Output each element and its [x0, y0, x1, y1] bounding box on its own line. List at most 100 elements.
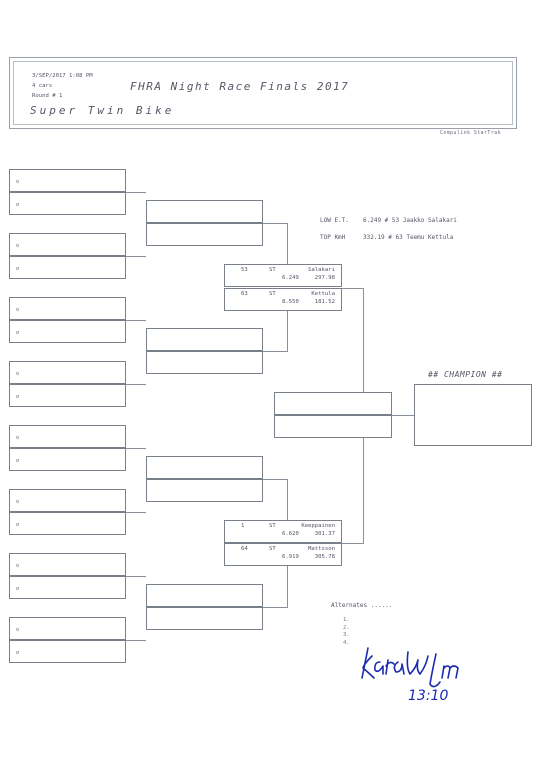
- lane-number: 53: [241, 267, 248, 273]
- lane-number: 63: [241, 291, 248, 297]
- alternate-item: 4.: [343, 639, 350, 646]
- round1-slot: o: [9, 489, 126, 512]
- speed: 301.37: [314, 531, 335, 537]
- round2-slot: [146, 328, 263, 351]
- bracket-connector: [363, 288, 364, 392]
- lane-marker: o: [16, 371, 20, 377]
- bracket-connector: [126, 512, 146, 513]
- lane-marker: o: [16, 243, 20, 249]
- semi2-bottom-slot: 64 ST Mattsson 6.919 305.78: [224, 543, 342, 566]
- lane-marker: o: [16, 266, 20, 272]
- elapsed-time: 6.620: [282, 531, 299, 537]
- round1-slot: o: [9, 192, 126, 215]
- lane-marker: o: [16, 394, 20, 400]
- lane-marker: o: [16, 179, 20, 185]
- bracket-connector: [126, 320, 146, 321]
- bracket-connector: [287, 566, 288, 608]
- bracket-connector: [126, 576, 146, 577]
- elapsed-time: 8.550: [282, 299, 299, 305]
- alternates-list: 1. 2. 3. 4.: [343, 617, 350, 647]
- elapsed-time: 6.919: [282, 554, 299, 560]
- rider-name: Mattsson: [308, 546, 335, 552]
- lane-number: 1: [241, 523, 245, 529]
- header-inner-frame: [13, 61, 513, 125]
- champion-box: [414, 384, 532, 446]
- semi1-bottom-slot: 63 ST Kettula 8.550 181.52: [224, 288, 342, 311]
- bracket-connector: [263, 607, 287, 608]
- semi2-top-slot: 1 ST Keeppainen 6.620 301.37: [224, 520, 342, 543]
- start-code: ST: [269, 523, 276, 529]
- header-frame: [9, 57, 517, 129]
- bracket-connector: [392, 415, 414, 416]
- round2-slot: [146, 223, 263, 246]
- bracket-connector: [263, 351, 287, 352]
- lane-number: 64: [241, 546, 248, 552]
- bracket-connector: [126, 640, 146, 641]
- signature-time: 13:10: [408, 688, 448, 702]
- alternate-item: 1.: [343, 617, 350, 623]
- lane-marker: o: [16, 563, 20, 569]
- round1-slot: o: [9, 384, 126, 407]
- round1-slot: o: [9, 553, 126, 576]
- round-number: Round # 1: [32, 93, 63, 99]
- bracket-connector: [287, 479, 288, 520]
- round1-slot: o: [9, 320, 126, 343]
- round1-slot: o: [9, 169, 126, 192]
- rider-name: Keeppainen: [301, 523, 335, 529]
- speed: 305.78: [314, 554, 335, 560]
- signature: 13:10: [361, 647, 459, 702]
- lane-marker: o: [16, 627, 20, 633]
- elapsed-time: 6.249: [282, 275, 299, 281]
- page-title: FHRA Night Race Finals 2017: [130, 80, 350, 93]
- car-count: 4 cars: [32, 83, 53, 89]
- bracket-connector: [263, 479, 287, 480]
- start-code: ST: [269, 267, 276, 273]
- lane-marker: o: [16, 435, 20, 441]
- bracket-connector: [263, 223, 287, 224]
- final-top-slot: [274, 392, 392, 415]
- lane-marker: o: [16, 330, 20, 336]
- round1-slot: o: [9, 617, 126, 640]
- bracket-connector: [126, 448, 146, 449]
- lane-marker: o: [16, 522, 20, 528]
- round1-slot: o: [9, 297, 126, 320]
- round1-slot: o: [9, 233, 126, 256]
- lane-marker: o: [16, 458, 20, 464]
- alternate-item: 3.: [343, 632, 350, 638]
- bracket-connector: [126, 384, 146, 385]
- lane-marker: o: [16, 499, 20, 505]
- top-speed-value: 332.19 # 63 Teemu Kettula: [363, 234, 454, 241]
- bracket-connector: [126, 192, 146, 193]
- round1-slot: o: [9, 425, 126, 448]
- round2-slot: [146, 351, 263, 374]
- rider-name: Kettula: [311, 291, 335, 297]
- speed: 181.52: [314, 299, 335, 305]
- lane-marker: o: [16, 650, 20, 656]
- semi1-top-slot: 53 ST Salakari 6.249 297.98: [224, 264, 342, 287]
- bracket-connector: [363, 438, 364, 544]
- champion-label: ## CHAMPION ##: [428, 370, 503, 379]
- round1-slot: o: [9, 361, 126, 384]
- bracket-connector: [287, 223, 288, 264]
- round2-slot: [146, 479, 263, 502]
- top-speed-label: TOP KmH: [320, 234, 346, 241]
- bracket-connector: [126, 256, 146, 257]
- round2-slot: [146, 200, 263, 223]
- round2-slot: [146, 456, 263, 479]
- lane-marker: o: [16, 586, 20, 592]
- round1-slot: o: [9, 448, 126, 471]
- alternates-label: Alternates ......: [331, 602, 393, 609]
- bracket-connector: [287, 311, 288, 352]
- round2-slot: [146, 584, 263, 607]
- lane-marker: o: [16, 202, 20, 208]
- alternate-item: 2.: [343, 624, 350, 631]
- low-et-value: 6.249 # 53 Jaakko Salakari: [363, 217, 457, 224]
- rider-name: Salakari: [308, 267, 335, 273]
- round1-slot: o: [9, 512, 126, 535]
- round1-slot: o: [9, 576, 126, 599]
- lane-marker: o: [16, 307, 20, 313]
- start-code: ST: [269, 546, 276, 552]
- final-bottom-slot: [274, 415, 392, 438]
- round2-slot: [146, 607, 263, 630]
- start-code: ST: [269, 291, 276, 297]
